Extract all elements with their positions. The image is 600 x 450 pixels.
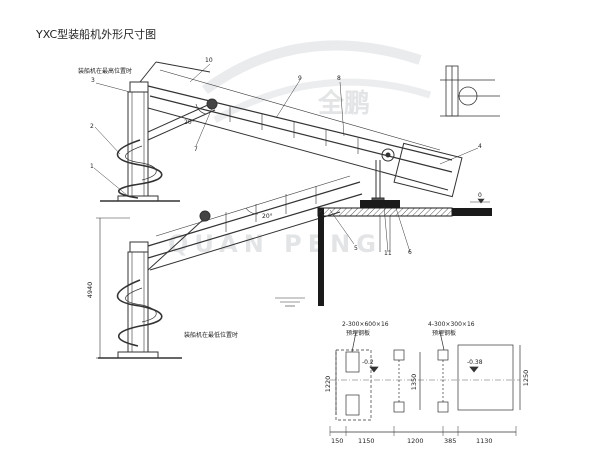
watermark-english: QUAN PENG [168, 230, 382, 258]
plan-vertical-dims: 1220 1350 1250 [324, 370, 530, 393]
part-label-10: 10 [205, 57, 213, 64]
elevation-left-pad: -0.2 [362, 359, 374, 366]
dim-1130: 1130 [476, 437, 493, 445]
part-label-5: 5 [354, 245, 358, 252]
dim-1150: 1150 [358, 437, 375, 445]
plate-b-spec: 4-300×300×16 [428, 321, 475, 328]
height-4940: 4940 [86, 282, 94, 299]
part-label-11: 11 [384, 250, 392, 257]
elevation-right-pad: -0.38 [467, 359, 483, 366]
angle-lower: 20° [262, 213, 273, 220]
dim-1350: 1350 [410, 374, 418, 391]
watermark-logo: 全鹏 QUAN PENG [168, 40, 432, 258]
plate-b-label: 预埋钢板 [432, 329, 456, 337]
angle-annotations: 20° 20° [184, 103, 273, 220]
plate-a-spec: 2-300×600×16 [342, 321, 389, 328]
height-dimension [96, 217, 130, 359]
part-label-1: 1 [90, 163, 94, 170]
part-label-8: 8 [337, 75, 341, 82]
leader-lines [93, 63, 479, 253]
water-level-marks [275, 198, 490, 307]
plan-horizontal-dims: 150 1150 1200 385 1130 [331, 437, 493, 445]
part-label-9: 9 [298, 75, 302, 82]
foundation-plan [329, 331, 521, 436]
drawing-title: YXC型装船机外形尺寸图 [36, 28, 157, 41]
note-lowest-position: 装船机在最低位置时 [184, 331, 238, 339]
part-labels: 1 2 3 4 5 6 7 8 9 10 11 [90, 57, 482, 257]
note-highest-position: 装船机在最高位置时 [78, 67, 132, 75]
dim-1220: 1220 [324, 376, 332, 393]
dim-150: 150 [331, 437, 343, 445]
part-label-3: 3 [91, 77, 95, 84]
plate-a-label: 预埋钢板 [346, 329, 370, 337]
loader-lower-position [98, 175, 363, 359]
ship-outline [440, 65, 500, 117]
dim-385: 385 [444, 437, 456, 445]
dim-1200: 1200 [407, 437, 424, 445]
part-label-2: 2 [90, 123, 94, 130]
watermark-brand: 全鹏 [317, 88, 370, 119]
part-label-6: 6 [408, 249, 412, 256]
elevation-ground: 0 [478, 192, 482, 199]
angle-upper: 20° [184, 119, 195, 126]
part-label-4: 4 [478, 143, 482, 150]
loader-upper-position [100, 61, 463, 207]
part-label-7: 7 [194, 146, 198, 153]
dim-1250: 1250 [522, 370, 530, 387]
